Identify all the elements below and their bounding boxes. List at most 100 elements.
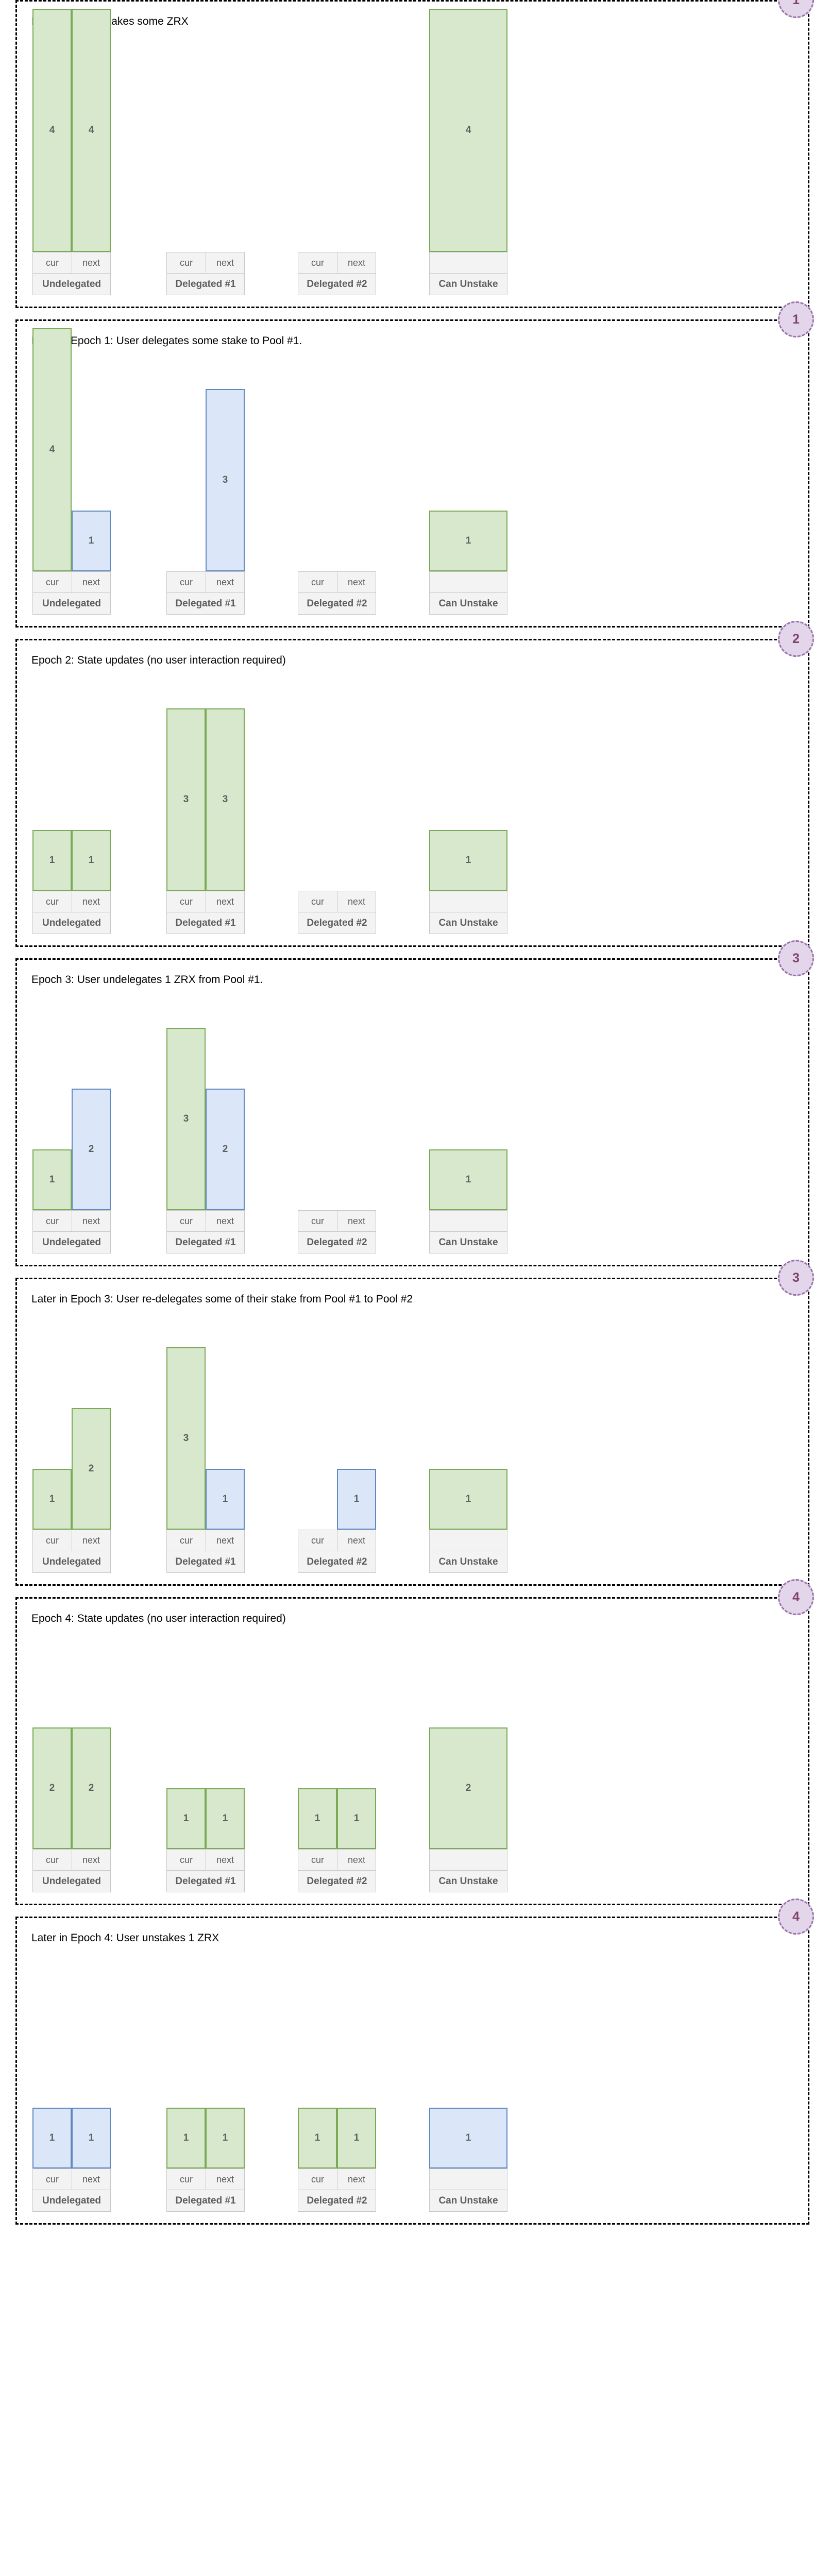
- column-header-next: next: [337, 1850, 376, 1870]
- category-label-row: Delegated #2: [298, 2190, 376, 2212]
- column-header-cur: cur: [298, 891, 337, 912]
- bar-cur: 1: [298, 2108, 337, 2168]
- category-label: Undelegated: [42, 1556, 101, 1567]
- category-label: Undelegated: [42, 2195, 101, 2206]
- column-header-cur: cur: [298, 252, 337, 273]
- bar-next: 2: [72, 1727, 111, 1849]
- column-header-cur: cur: [298, 1850, 337, 1870]
- column-header-cur: cur: [33, 2169, 72, 2190]
- bar-cur: 3: [166, 1347, 206, 1530]
- category-label: Delegated #1: [175, 1556, 236, 1567]
- category-label-row: Undelegated: [32, 1232, 111, 1253]
- column-header-next: next: [206, 1211, 244, 1231]
- category-label-row: Delegated #1: [166, 1871, 245, 1892]
- column-header-next: next: [206, 252, 244, 273]
- category-label: Delegated #2: [307, 278, 367, 290]
- column-header-row: [429, 252, 507, 274]
- column-header-blank: [430, 1211, 507, 1231]
- category-label-row: Undelegated: [32, 1871, 111, 1892]
- column-header-cur: cur: [167, 572, 206, 592]
- category-label: Can Unstake: [438, 2195, 498, 2206]
- category-label-row: Undelegated: [32, 912, 111, 934]
- panel-body: 1Epoch 1: User stakes some ZRX44curnextU…: [15, 0, 814, 308]
- bar-next: 3: [206, 708, 245, 891]
- epoch-badge: 3: [778, 940, 814, 976]
- category-label: Undelegated: [42, 278, 101, 290]
- bar-value: 1: [429, 830, 507, 891]
- bar-cur: 1: [166, 2108, 206, 2168]
- bars-row: 1: [429, 676, 507, 891]
- column-header-cur: cur: [298, 1211, 337, 1231]
- bar-cur: 1: [32, 2108, 72, 2168]
- bars-row: 2: [429, 1635, 507, 1849]
- bars-row: [298, 357, 376, 571]
- column-header-blank: [430, 1850, 507, 1870]
- column-header-cur: cur: [298, 2169, 337, 2190]
- bar-next: 1: [206, 1788, 245, 1849]
- bar-next: 1: [72, 511, 111, 571]
- category-label-row: Delegated #2: [298, 912, 376, 934]
- panel-title: Epoch 1: User stakes some ZRX: [31, 15, 189, 27]
- panel-title: Epoch 3: User undelegates 1 ZRX from Poo…: [31, 974, 263, 986]
- category-label: Delegated #2: [307, 1875, 367, 1887]
- column-header-next: next: [72, 891, 110, 912]
- bar-cur: 3: [166, 708, 206, 891]
- panel-title: Epoch 2: State updates (no user interact…: [31, 654, 286, 666]
- bar-next: 1: [206, 2108, 245, 2168]
- category-label-row: Can Unstake: [429, 2190, 507, 2212]
- bars-row: [298, 38, 376, 252]
- bar-cur: 2: [32, 1727, 72, 1849]
- category-label-row: Can Unstake: [429, 274, 507, 295]
- category-label: Can Unstake: [438, 278, 498, 290]
- column-header-next: next: [72, 1850, 110, 1870]
- category-label: Can Unstake: [438, 598, 498, 609]
- panel-title: Later in Epoch 4: User unstakes 1 ZRX: [31, 1932, 219, 1944]
